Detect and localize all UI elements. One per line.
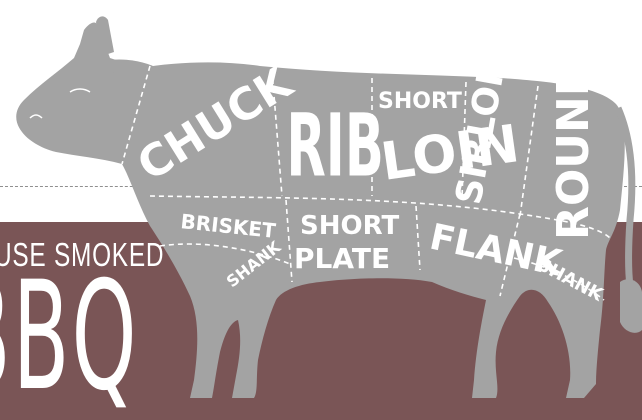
- cut-label-rib: RIB: [286, 95, 383, 196]
- cut-label-round: ROUND: [548, 60, 599, 240]
- cut-label-short-plate-2: PLATE: [294, 242, 390, 275]
- tail-tuft: [620, 279, 642, 333]
- cut-label-short-loin-1: SHORT: [378, 89, 462, 114]
- cut-label-short-plate-1: SHORT: [300, 211, 399, 241]
